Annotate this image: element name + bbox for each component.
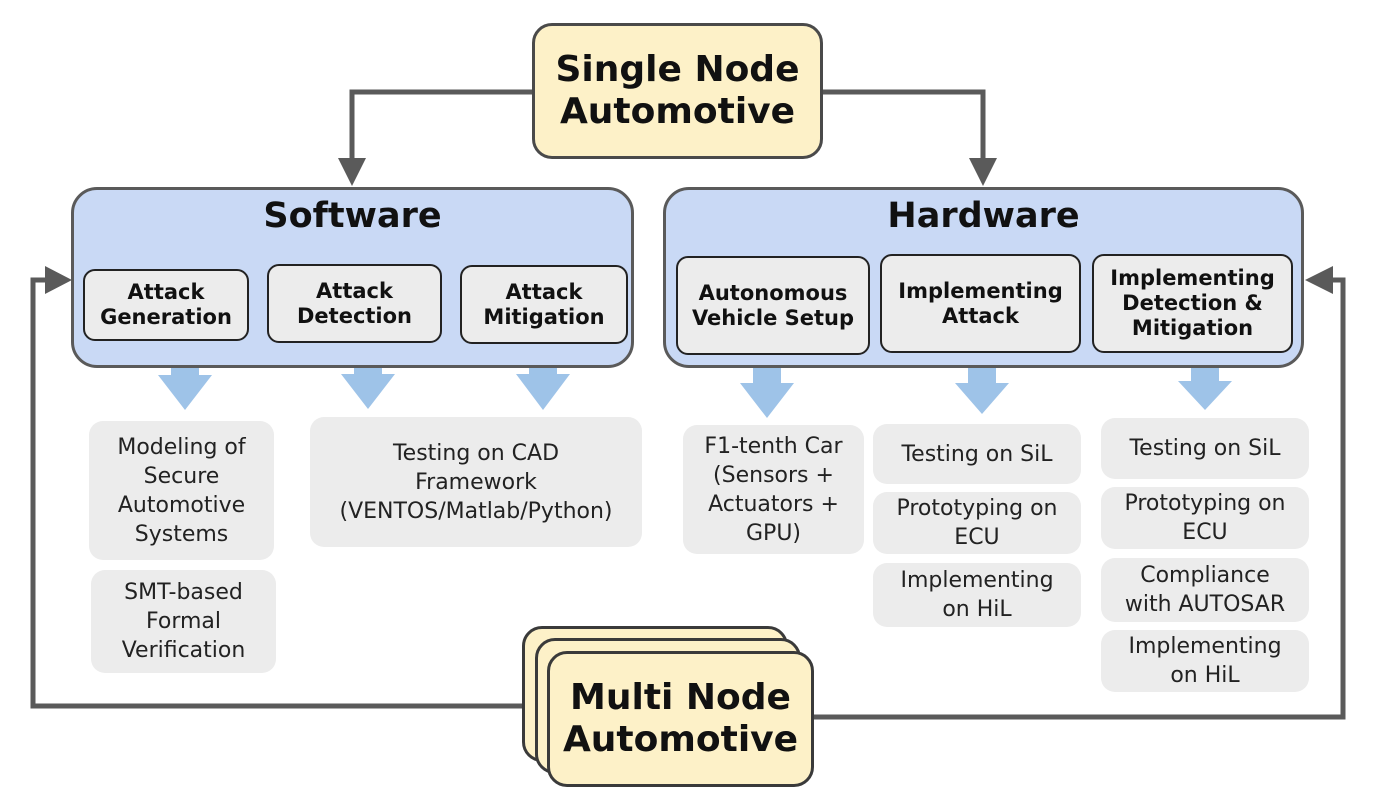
connector-bottom-to-hardware [812, 277, 1346, 720]
attack-ecu-prototyping-label: Prototyping on ECU [896, 496, 1058, 550]
connector-top-to-software [349, 89, 532, 162]
attack-ecu-prototyping-box: Prototyping on ECU [873, 492, 1081, 554]
modeling-secure-systems-label: Modeling of Secure Automotive Systems [117, 434, 246, 547]
mitigation-ecu-prototyping-label: Prototyping on ECU [1124, 491, 1286, 545]
connector-bottom-to-software [30, 277, 525, 709]
software-title: Software [263, 196, 442, 236]
f1tenth-car-label: F1-tenth Car (Sensors + Actuators + GPU) [704, 433, 843, 546]
attack-detection-label: Attack Detection [296, 278, 413, 328]
arrowhead-software-top [338, 158, 366, 186]
multi-node-automotive-box: Multi Node Automotive [547, 651, 814, 787]
attack-generation-box: Attack Generation [83, 269, 249, 341]
smt-formal-verification-box: SMT-based Formal Verification [91, 570, 276, 673]
implementing-mitigation-box: Implementing Detection & Mitigation [1092, 254, 1293, 353]
smt-formal-verification-label: SMT-based Formal Verification [121, 580, 246, 663]
f1tenth-car-box: F1-tenth Car (Sensors + Actuators + GPU) [683, 425, 864, 554]
hardware-title: Hardware [887, 196, 1080, 236]
multi-node-automotive-label: Multi Node Automotive [562, 677, 799, 760]
autosar-compliance-box: Compliance with AUTOSAR [1101, 558, 1309, 622]
mitigation-sil-testing-box: Testing on SiL [1101, 418, 1309, 479]
implementing-attack-label: Implementing Attack [898, 278, 1063, 328]
vehicle-setup-box: Autonomous Vehicle Setup [676, 256, 870, 355]
attack-generation-label: Attack Generation [100, 280, 232, 329]
mitigation-hil-implementing-box: Implementing on HiL [1101, 630, 1309, 692]
attack-hil-implementing-box: Implementing on HiL [873, 563, 1081, 627]
arrowhead-hardware-top [969, 158, 997, 186]
single-node-automotive-box: Single Node Automotive [532, 23, 823, 159]
autosar-compliance-label: Compliance with AUTOSAR [1124, 563, 1286, 617]
cad-framework-testing-label: Testing on CAD Framework (VENTOS/Matlab/… [339, 440, 613, 524]
down-arrow-implementing-attack [955, 354, 1009, 414]
mitigation-sil-testing-label: Testing on SiL [1129, 436, 1281, 461]
cad-framework-testing-box: Testing on CAD Framework (VENTOS/Matlab/… [310, 417, 642, 547]
vehicle-setup-label: Autonomous Vehicle Setup [691, 280, 855, 330]
modeling-secure-systems-box: Modeling of Secure Automotive Systems [89, 421, 274, 560]
attack-sil-testing-box: Testing on SiL [873, 424, 1081, 484]
attack-mitigation-label: Attack Mitigation [483, 279, 605, 329]
implementing-attack-box: Implementing Attack [880, 254, 1081, 353]
mitigation-hil-implementing-label: Implementing on HiL [1128, 634, 1282, 688]
connector-top-to-hardware [822, 89, 986, 162]
implementing-mitigation-label: Implementing Detection & Mitigation [1110, 266, 1275, 340]
arrowhead-software-left [45, 266, 72, 294]
arrowhead-hardware-right [1305, 266, 1333, 294]
attack-detection-box: Attack Detection [267, 264, 442, 343]
single-node-automotive-label: Single Node Automotive [555, 49, 800, 132]
attack-mitigation-box: Attack Mitigation [460, 265, 628, 344]
down-arrow-vehicle-setup [740, 355, 794, 418]
attack-sil-testing-label: Testing on SiL [901, 441, 1053, 467]
attack-hil-implementing-label: Implementing on HiL [900, 568, 1054, 622]
mitigation-ecu-prototyping-box: Prototyping on ECU [1101, 487, 1309, 549]
